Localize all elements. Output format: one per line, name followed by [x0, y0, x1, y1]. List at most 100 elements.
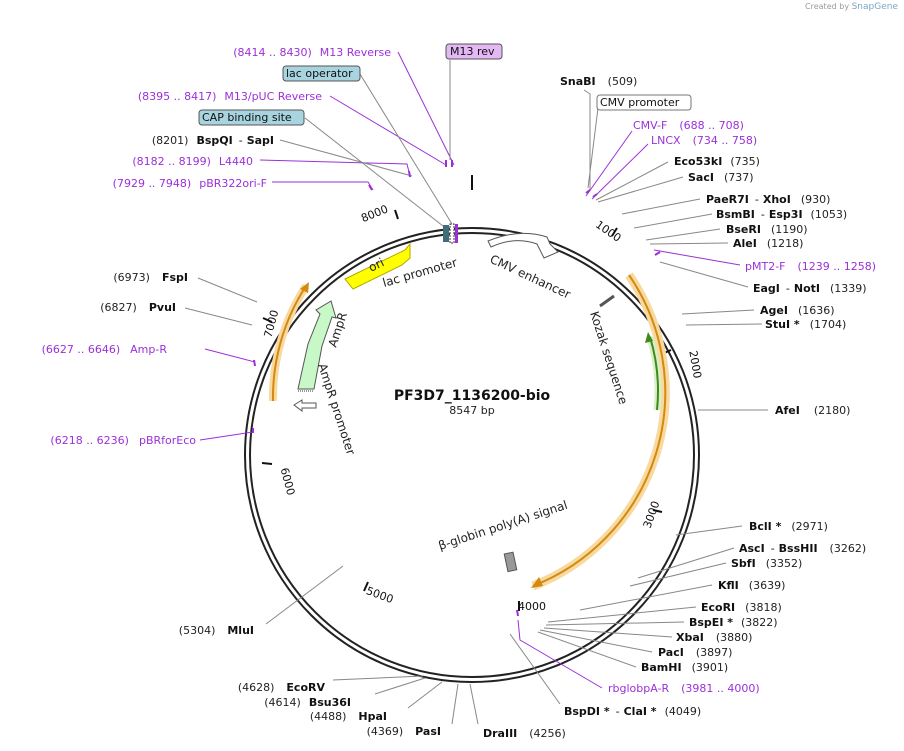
label-clai[interactable]: BspDI *-ClaI *(4049) — [564, 705, 701, 718]
connector-xbai — [543, 627, 673, 638]
connector-cmv-f — [585, 130, 633, 197]
label-m13puc-reverse[interactable]: (8395 .. 8417) M13/pUC Reverse — [138, 90, 322, 103]
label-m13-reverse[interactable]: (8414 .. 8430)M13 Reverse — [233, 46, 391, 59]
hpai-name: HpaI — [358, 710, 387, 723]
m13puc-name: M13/pUC Reverse — [224, 90, 322, 103]
amp-r-name: Amp-R — [130, 343, 167, 356]
label-saci[interactable]: SacI(737) — [688, 171, 754, 184]
m13puc-pos: (8395 .. 8417) — [138, 90, 217, 103]
label-amp-r[interactable]: (6627 .. 6646)Amp-R — [42, 343, 168, 356]
bsshii-name: BssHII — [779, 542, 818, 555]
label-agei[interactable]: AgeI(1636) — [760, 304, 835, 317]
label-bspei[interactable]: BspEI *(3822) — [689, 616, 778, 629]
label-lncx[interactable]: LNCX(734 .. 758) — [651, 134, 757, 147]
primer-tick-amp-r — [253, 359, 256, 367]
label-sapi[interactable]: (8201)BspQI-SapI — [152, 134, 274, 147]
xbai-pos: (3880) — [716, 631, 753, 644]
label-mlui[interactable]: (5304)MluI — [179, 624, 254, 637]
primer-tick-cmv-f — [585, 189, 591, 194]
xhoi-name: XhoI — [763, 193, 791, 206]
label-noti[interactable]: EagI-NotI(1339) — [753, 282, 867, 295]
label-bamhi[interactable]: BamHI(3901) — [641, 661, 728, 674]
label-kfli[interactable]: KflI(3639) — [718, 579, 785, 592]
label-eco53ki[interactable]: Eco53kI(735) — [674, 155, 760, 168]
lac-operator-box[interactable] — [282, 65, 361, 82]
connector-noti — [659, 261, 749, 288]
tick-1000: 1000 — [593, 218, 623, 245]
label-stui[interactable]: StuI *(1704) — [765, 318, 846, 331]
label-esp3i[interactable]: BsmBI-Esp3I(1053) — [716, 208, 847, 221]
connector-stui — [685, 323, 763, 326]
label-afei[interactable]: AfeI(2180) — [775, 404, 850, 417]
sapi-pos: (8201) — [152, 134, 189, 147]
cap-binding-site-box[interactable] — [198, 109, 305, 126]
ampr-arrow — [297, 300, 337, 390]
label-xbai[interactable]: XbaI(3880) — [676, 631, 752, 644]
rbglobpa-r-name: rbglobpA-R — [608, 682, 669, 695]
m13-rev-box[interactable] — [445, 43, 503, 60]
connector-pvui — [184, 307, 253, 326]
label-xhoi[interactable]: PaeR7I-XhoI(930) — [706, 193, 830, 206]
right-label-group: SnaBI(509) CMV promoter CMV-F(688 .. 708… — [483, 75, 876, 740]
connector-sbfi — [629, 562, 727, 587]
label-pmt2-f[interactable]: pMT2-F(1239 .. 1258) — [745, 260, 876, 273]
snabi-name: SnaBI — [560, 75, 596, 88]
connector-pbrforeco — [199, 431, 254, 441]
label-bcli[interactable]: BclI *(2971) — [749, 520, 828, 533]
label-snabi[interactable]: SnaBI(509) — [560, 75, 637, 88]
primer-ticks — [252, 160, 661, 617]
label-hpai[interactable]: (4488) HpaI — [310, 710, 387, 723]
label-pbr322ori-f[interactable]: (7929 .. 7948)pBR322ori-F — [113, 177, 267, 190]
hpai-pos: (4488) — [310, 710, 347, 723]
primer-tick-rbglobpa-r — [516, 609, 519, 617]
primer-tick-l4440 — [408, 170, 411, 178]
connector-esp3i — [633, 213, 713, 229]
label-ecorv[interactable]: (4628)EcoRV — [238, 681, 326, 694]
connector-bsshii — [637, 547, 735, 579]
green-arrowhead — [645, 332, 653, 343]
connector-m13puc — [329, 95, 447, 166]
tick-5000: 5000 — [364, 584, 395, 606]
label-l4440[interactable]: (8182 .. 8199)L4440 — [132, 155, 253, 168]
label-pbrforeco[interactable]: (6218 .. 6236)pBRforEco — [50, 434, 196, 447]
connector-agei — [681, 309, 755, 315]
label-ecori[interactable]: EcoRI(3818) — [701, 601, 782, 614]
label-bsu36i[interactable]: (4614)Bsu36I — [264, 696, 351, 709]
label-bseri[interactable]: BseRI(1190) — [726, 223, 808, 236]
label-alei[interactable]: AleI(1218) — [733, 237, 803, 250]
pmt2-f-pos: (1239 .. 1258) — [798, 260, 877, 273]
m13-site-feature — [455, 224, 458, 243]
green-feature — [649, 336, 659, 411]
bspei-name: BspEI * — [689, 616, 733, 629]
bamhi-pos: (3901) — [692, 661, 729, 674]
label-cmv-f[interactable]: CMV-F(688 .. 708) — [633, 119, 744, 132]
stui-pos: (1704) — [810, 318, 847, 331]
pasi-name: PasI — [415, 725, 441, 738]
saci-pos: (737) — [724, 171, 754, 184]
tick-marks — [261, 209, 672, 611]
cmv-promoter-box[interactable] — [596, 94, 692, 111]
mlui-name: MluI — [227, 624, 254, 637]
connector-ecori — [547, 606, 697, 623]
label-draiii[interactable]: DraIII(4256) — [483, 727, 566, 740]
label-pvui[interactable]: (6827)PvuI — [100, 301, 176, 314]
label-m13-rev: M13 rev — [450, 45, 495, 58]
connector-lac-operator — [359, 73, 453, 225]
cap-site-feature — [443, 225, 449, 242]
backbone-inner — [249, 232, 695, 678]
bseri-pos: (1190) — [771, 223, 808, 236]
label-bsshii[interactable]: AscI-BssHII(3262) — [739, 542, 866, 555]
orange-left-arrowhead — [300, 282, 309, 293]
label-fspi[interactable]: (6973)FspI — [113, 271, 188, 284]
label-paci[interactable]: PacI(3897) — [658, 646, 732, 659]
kozak-feature — [599, 294, 615, 308]
clai-pos: (4049) — [665, 705, 702, 718]
label-pasi[interactable]: (4369)PasI — [367, 725, 441, 738]
backbone-outer — [244, 227, 700, 683]
connector-pbr322ori-f — [272, 181, 374, 191]
tick-mark-6000 — [261, 462, 273, 465]
label-rbglobpa-r[interactable]: rbglobpA-R(3981 .. 4000) — [608, 682, 760, 695]
ecorv-pos: (4628) — [238, 681, 275, 694]
fspi-pos: (6973) — [113, 271, 150, 284]
label-sbfi[interactable]: SbfI(3352) — [731, 557, 802, 570]
